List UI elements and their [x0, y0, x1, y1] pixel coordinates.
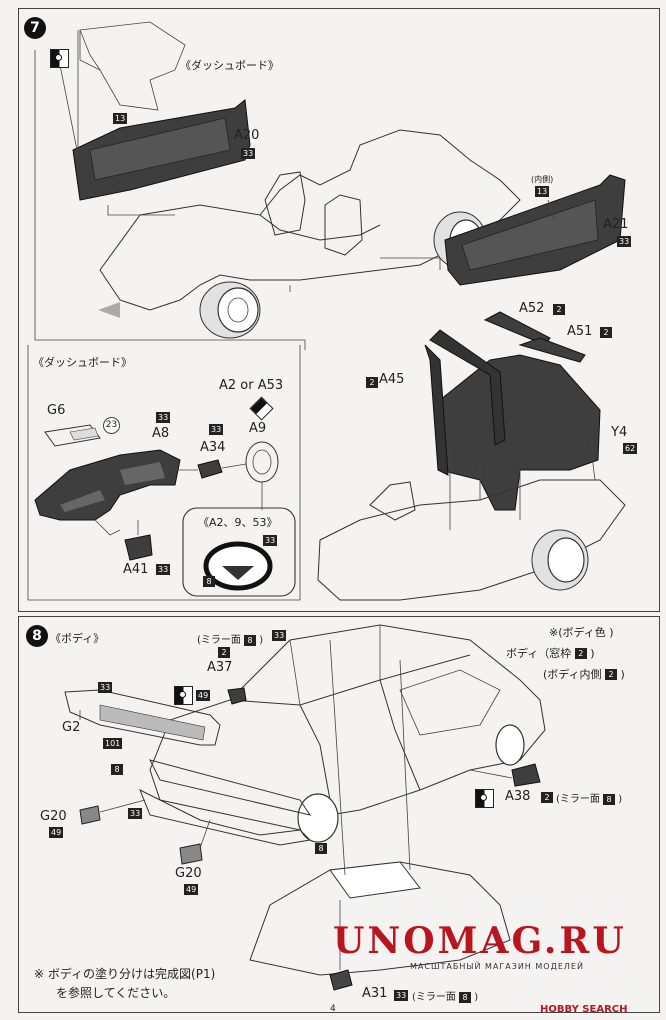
g20-right-label: G20 — [175, 866, 202, 881]
paint-mix-icon-a37 — [174, 686, 193, 705]
steering-variant-title: 《A2、9、53》 — [198, 516, 278, 529]
watermark-main: UNOMAG.RU — [333, 920, 627, 962]
a8-code: 33 — [156, 412, 171, 423]
a8-label: A8 — [152, 426, 170, 441]
legend-inner-code: 2 — [605, 669, 618, 680]
y4-label: Y4 — [611, 425, 628, 440]
page-number: 4 — [330, 1004, 336, 1014]
g2-code-top: 33 — [98, 682, 113, 693]
legend-frame-code: 2 — [574, 648, 587, 659]
paint-mix-icon-a38 — [475, 789, 494, 808]
a34-code: 33 — [209, 424, 224, 435]
a20-label: A20 — [234, 128, 260, 143]
legend-inner-prefix: (ボディ内側 — [543, 668, 602, 681]
a37-code: 2 — [218, 647, 230, 658]
hobby-search-logo: HOBBY SEARCH — [540, 1004, 627, 1015]
g2-code-bottom: 101 — [103, 738, 123, 749]
dashboard-caption: 《ダッシュボード》 — [180, 59, 279, 72]
a45-code: 2 — [366, 377, 378, 388]
a38-code: 2 — [541, 792, 553, 803]
step8-top-code: 33 — [272, 630, 287, 641]
g2-label: G2 — [62, 720, 81, 735]
step7-number: 7 — [24, 17, 46, 39]
inner-side-label: (内側) — [531, 175, 554, 184]
a31-mirror-code: 8 — [459, 992, 472, 1003]
note-line1: ※ ボディの塗り分けは完成図(P1) — [34, 967, 216, 981]
g20-right-code: 49 — [184, 884, 199, 895]
a37-label: A37 — [207, 660, 233, 675]
a31-mirror-suffix: ) — [474, 992, 479, 1003]
a41-code: 33 — [156, 564, 171, 575]
code-33-a: 33 — [128, 808, 143, 819]
step7-panel — [18, 8, 660, 612]
steering-code-left: 8 — [203, 576, 215, 587]
code-8-b: 8 — [315, 843, 327, 854]
g20-left-label: G20 — [40, 809, 67, 824]
a38-mirror-suffix: ) — [618, 794, 623, 805]
legend-frame-prefix: ボディ（窓枠 — [506, 647, 572, 660]
a51-label: A51 — [567, 324, 593, 339]
a31-label: A31 — [362, 986, 388, 1001]
steering-code-top: 33 — [263, 535, 278, 546]
a20-code: 33 — [241, 148, 256, 159]
legend-inner: (ボディ内側 2 ) — [543, 666, 625, 682]
legend-inner-suffix: ) — [620, 668, 625, 681]
y4-code: 62 — [623, 443, 638, 454]
a38-mirror-prefix: (ミラー面 — [556, 794, 600, 805]
a31-code: 33 — [394, 990, 409, 1001]
paint-mix-icon-step7 — [50, 49, 69, 68]
code-8-a: 8 — [111, 764, 123, 775]
right-inner-code: 13 — [535, 186, 550, 197]
step8-title: 《ボディ》 — [50, 632, 105, 645]
a21-code: 33 — [617, 236, 632, 247]
a52-code: 2 — [553, 304, 565, 315]
g20-left-code: 49 — [49, 827, 64, 838]
g6-label: G6 — [47, 403, 66, 418]
watermark-sub: МАСШТАБНЫЙ МАГАЗИН МОДЕЛЕЙ — [410, 962, 584, 971]
a38-mirror-code: 8 — [603, 794, 616, 805]
g2-side-code: 49 — [196, 690, 211, 701]
a37-mirror-code: 8 — [244, 635, 257, 646]
a52-label: A52 — [519, 301, 545, 316]
note-line2: を参照してください。 — [56, 986, 176, 1000]
dash-detail-title: 《ダッシュボード》 — [33, 356, 132, 369]
steering-choice-label: A2 or A53 — [219, 378, 284, 393]
a38-mirror-note: (ミラー面 8 ) — [556, 790, 622, 805]
a34-label: A34 — [200, 440, 226, 455]
a41-label: A41 — [123, 562, 149, 577]
legend-frame: ボディ（窓枠 2 ) — [506, 645, 595, 661]
step8-panel — [18, 616, 660, 1013]
a45-label: A45 — [379, 372, 405, 387]
a38-label: A38 — [505, 789, 531, 804]
left-inner-code: 13 — [113, 113, 128, 124]
legend-title: ※(ボディ色 ) — [549, 626, 614, 639]
a9-label: A9 — [249, 421, 267, 436]
step8-number: 8 — [26, 625, 48, 647]
g6-circle-code: 23 — [103, 417, 120, 434]
hobby-search-text: HOBBY SEARCH — [540, 1004, 628, 1015]
a37-mirror-suffix: ) — [259, 635, 264, 646]
a31-mirror-note: (ミラー面 8 ) — [412, 988, 478, 1003]
a31-mirror-prefix: (ミラー面 — [412, 992, 456, 1003]
legend-frame-suffix: ) — [590, 647, 595, 660]
a21-label: A21 — [603, 217, 629, 232]
a37-mirror-note: (ミラー面 8 ) — [197, 631, 263, 646]
a37-mirror-prefix: (ミラー面 — [197, 635, 241, 646]
a51-code: 2 — [600, 327, 612, 338]
